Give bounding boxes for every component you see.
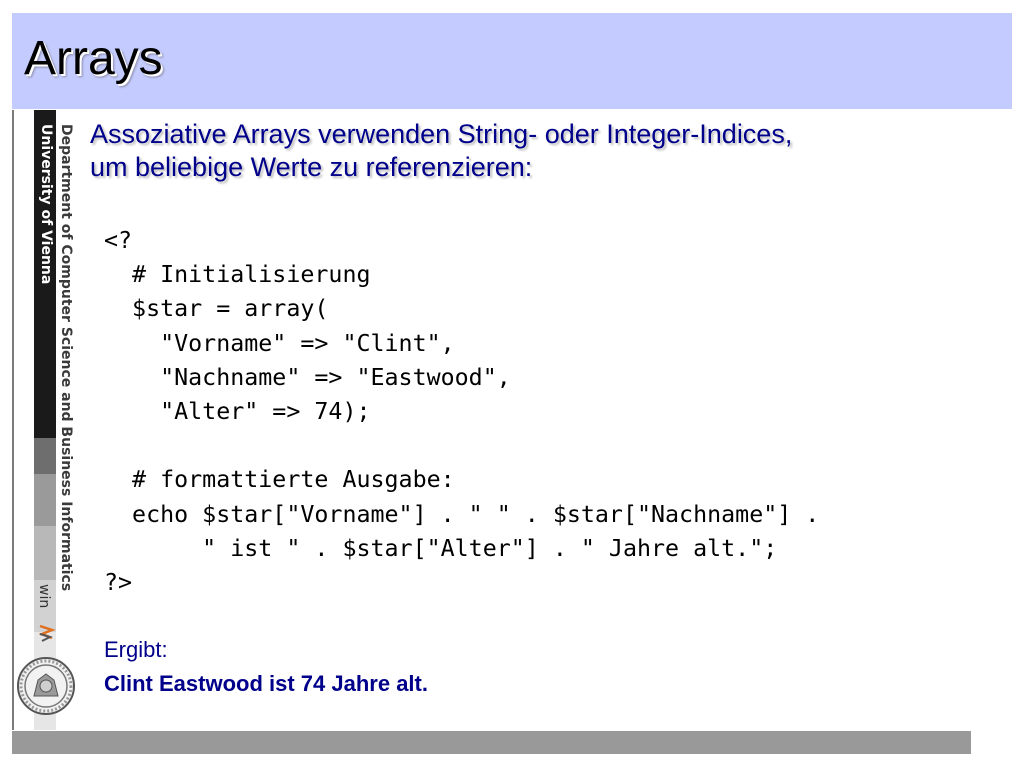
code-line: " ist " . $star["Alter"] . " Jahre alt."… (104, 534, 778, 562)
footer-bar (12, 731, 971, 754)
slide-title: Arrays (24, 32, 163, 85)
university-seal-icon (17, 657, 75, 715)
university-name: University of Vienna (38, 124, 54, 285)
code-line: "Alter" => 74); (104, 397, 371, 425)
department-name: Department of Computer Science and Busin… (58, 124, 74, 592)
title-band: Arrays (12, 13, 1012, 109)
code-line (104, 429, 819, 463)
left-divider (12, 110, 14, 730)
code-line: <? (104, 227, 133, 254)
code-line: $star = array( (104, 295, 329, 323)
code-block: <? # Initialisierung $star = array( "Vor… (104, 224, 819, 600)
code-line: "Nachname" => "Eastwood", (104, 363, 511, 391)
result-label: Ergibt: (104, 637, 168, 662)
sidebar-label: Department of Computer Science and Busin… (32, 124, 76, 644)
code-line: ?> (104, 568, 133, 596)
sidebar-segment (34, 110, 56, 438)
result-output: Clint Eastwood ist 74 Jahre alt. (104, 671, 428, 696)
intro-line: um beliebige Werte zu referenzieren: (90, 152, 533, 182)
code-line: echo $star["Vorname"] . " " . $star["Nac… (104, 500, 820, 528)
sidebar-segment (34, 580, 56, 632)
intro-line: Assoziative Arrays verwenden String- ode… (90, 119, 793, 149)
code-line: # Initialisierung (104, 261, 371, 289)
logo-text: win (36, 584, 52, 608)
content-area: Assoziative Arrays verwenden String- ode… (90, 118, 1000, 184)
win-logo-icon: win (36, 584, 56, 642)
code-line: # formattierte Ausgabe: (104, 466, 455, 494)
sidebar-segment (34, 526, 56, 580)
sidebar-segment (34, 438, 56, 474)
sidebar-segment (34, 474, 56, 526)
intro-paragraph: Assoziative Arrays verwenden String- ode… (90, 118, 1000, 184)
code-line: "Vorname" => "Clint", (104, 329, 455, 357)
